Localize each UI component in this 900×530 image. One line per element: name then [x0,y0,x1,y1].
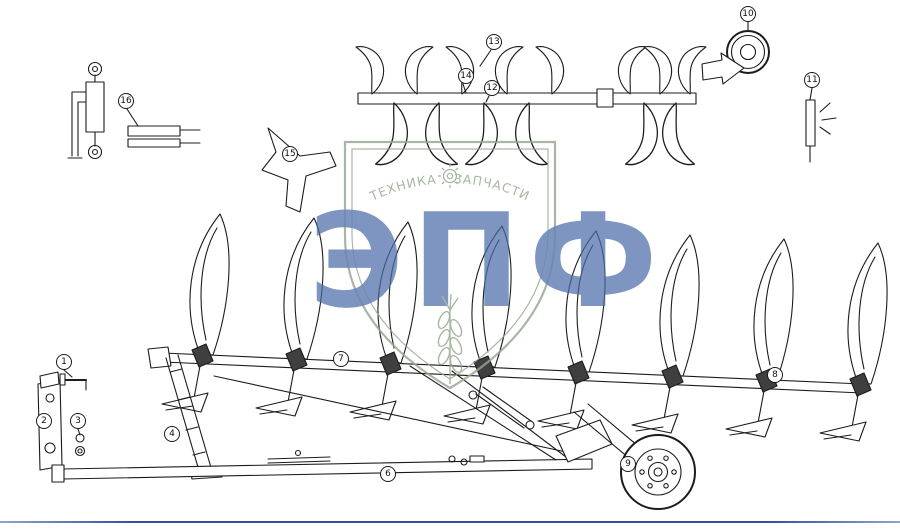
plate-part [805,87,837,163]
wheel-assembly [555,403,696,510]
watermark-brand: ЭПФ [308,185,665,337]
callout-4[interactable]: 4 [164,426,180,442]
callout-3[interactable]: 3 [70,413,86,429]
watermark-shield-outline [343,140,557,390]
arrow-icon [701,52,745,85]
center-linkage [409,365,567,461]
callout-1[interactable]: 1 [56,354,72,370]
callout-6[interactable]: 6 [380,466,396,482]
gear-icon [438,164,462,188]
callout-15[interactable]: 15 [282,146,298,162]
callout-2[interactable]: 2 [36,413,52,429]
harrow-shaft-assembly [355,46,707,166]
callout-14[interactable]: 14 [458,68,474,84]
callout-12[interactable]: 12 [484,80,500,96]
callout-16[interactable]: 16 [118,93,134,109]
drawbar [51,375,593,483]
bottom-divider [0,521,900,523]
wheat-ear-icon [437,293,463,384]
callout-9[interactable]: 9 [620,456,636,472]
ring-part [701,21,770,85]
callout-7[interactable]: 7 [333,351,349,367]
fitting-part [126,108,201,148]
share-fin-part [261,127,337,213]
support-strut [165,354,223,480]
hydraulic-cylinder-part [67,61,105,160]
callout-10[interactable]: 10 [740,6,756,22]
main-frame-beam [147,346,863,394]
watermark: ТЕХНИКА ЗАПЧАСТИ ЭПФ [308,140,665,390]
callout-13[interactable]: 13 [486,34,502,50]
callout-8[interactable]: 8 [767,367,783,383]
callout-11[interactable]: 11 [804,72,820,88]
